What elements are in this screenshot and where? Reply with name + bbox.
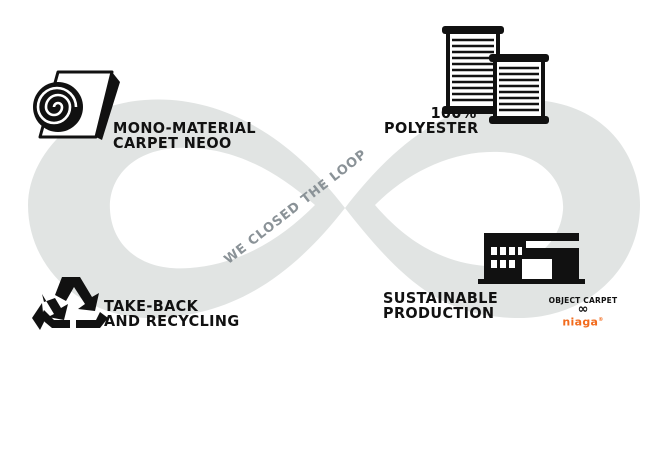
step-polyester-label: 100% POLYESTER — [384, 106, 479, 136]
factory-icon — [478, 233, 585, 284]
step-production-line2: PRODUCTION — [383, 304, 495, 322]
brand-logo: OBJECT CARPET ∞ niaga® — [543, 296, 623, 328]
infinity-icon: ∞ — [577, 302, 589, 317]
step-mono-material-line2: CARPET NEOO — [113, 134, 232, 152]
recycle-icon — [32, 277, 108, 330]
carpet-roll-icon — [33, 70, 120, 140]
brand-name: OBJECT CARPET — [548, 296, 618, 305]
infinity-loop — [28, 99, 640, 319]
step-recycling-label: TAKE-BACK AND RECYCLING — [104, 299, 240, 329]
step-polyester-line2: POLYESTER — [384, 119, 479, 137]
yarn-spools-icon — [442, 26, 549, 124]
step-recycling-line2: AND RECYCLING — [104, 312, 240, 330]
step-production-label: SUSTAINABLE PRODUCTION — [383, 291, 498, 321]
step-production-line1: SUSTAINABLE — [383, 289, 499, 307]
partner-name: niaga — [562, 315, 599, 329]
registered-mark: ® — [598, 317, 604, 323]
step-recycling-line1: TAKE-BACK — [104, 297, 199, 315]
step-polyester-line1: 100% — [430, 104, 477, 122]
step-mono-material-label: MONO-MATERIAL CARPET NEOO — [113, 121, 256, 151]
step-mono-material-line1: MONO-MATERIAL — [113, 119, 256, 137]
partner-logo: niaga® — [543, 315, 623, 328]
